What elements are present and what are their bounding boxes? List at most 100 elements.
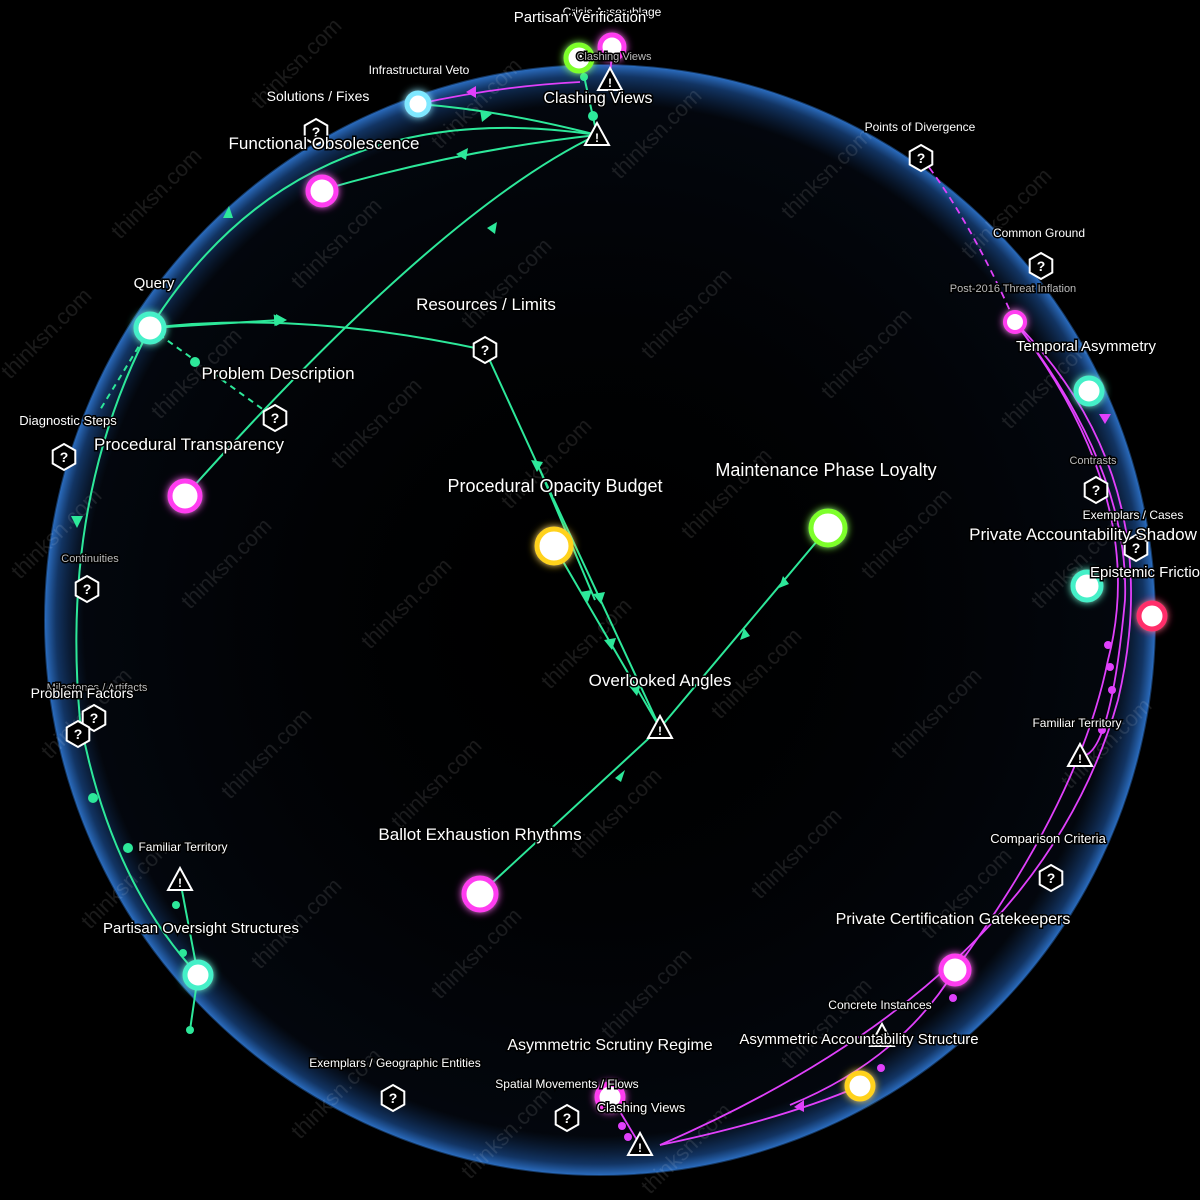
edge-arrow [276, 314, 287, 326]
label-continuities: Continuities [61, 553, 119, 565]
edge-dot [1104, 641, 1112, 649]
watermark: thinksn.com [106, 143, 207, 244]
edge-dot [877, 1064, 885, 1072]
edge-arrow [593, 592, 605, 604]
hexagon-question-icon[interactable] [908, 144, 934, 172]
label-spatial-movements-flows: Spatial Movements / Flows [495, 1077, 638, 1091]
edge [321, 134, 598, 191]
edge-dot [624, 1133, 632, 1141]
edge-arrow [480, 110, 492, 122]
label-exemplars-geographic-entities: Exemplars / Geographic Entities [309, 1056, 480, 1070]
label-familiar-territory-right: Familiar Territory [1032, 716, 1121, 730]
node-solutions-fixes[interactable] [404, 90, 432, 118]
hexagon-question-icon[interactable] [262, 404, 288, 432]
label-asymmetric-accountability-structure: Asymmetric Accountability Structure [739, 1031, 978, 1048]
label-common-ground: Common Ground [993, 226, 1085, 240]
edge-dot [949, 994, 957, 1002]
edge-arrow [466, 86, 476, 98]
edge [921, 157, 1016, 323]
hexagon-question-icon[interactable] [554, 1104, 580, 1132]
node-epistemic-friction[interactable] [1136, 600, 1168, 632]
node-partisan-verification[interactable] [563, 42, 595, 74]
node-private-accountability-shadow[interactable] [1070, 569, 1104, 603]
edge-dot [580, 73, 588, 81]
edge-dot [88, 793, 98, 803]
label-resources-limits: Resources / Limits [416, 295, 556, 314]
node-procedural-transparency[interactable] [167, 478, 203, 514]
label-layer: Crisis Assemblage Partisan Verification … [18, 4, 1200, 1117]
label-overlooked-angles: Overlooked Angles [589, 671, 732, 690]
edge-arrow [531, 460, 543, 472]
label-private-certification-gatekeepers: Private Certification Gatekeepers [836, 911, 1071, 928]
edge-dot [1106, 663, 1114, 671]
hexagon-question-icon[interactable] [51, 443, 77, 471]
label-infrastructural-veto: Infrastructural Veto [369, 63, 470, 77]
edge-arrow [223, 206, 233, 218]
edge [479, 727, 661, 895]
edge [179, 879, 199, 976]
edge-arrow [740, 628, 750, 640]
node-asymmetric-accountability-structure[interactable] [844, 1070, 876, 1102]
edge [417, 81, 581, 105]
node-procedural-opacity-budget[interactable] [534, 526, 574, 566]
edge-arrow [794, 1100, 804, 1112]
edge-layer-magenta [417, 47, 1132, 1146]
edge [184, 134, 598, 497]
label-clashing-views-bottom: Clashing Views [597, 1100, 686, 1115]
hexagon-question-icon[interactable] [472, 336, 498, 364]
edge-arrow [604, 638, 616, 650]
edge [553, 545, 661, 729]
edge [954, 321, 1119, 971]
label-functional-obsolescence: Functional Obsolescence [229, 134, 420, 153]
label-clashing-views-top: Clashing Views [543, 90, 652, 107]
label-points-of-divergence: Points of Divergence [865, 120, 976, 134]
edge-dot [1108, 686, 1116, 694]
hexagon-question-icon[interactable] [65, 720, 91, 748]
edge-arrow [615, 770, 625, 782]
node-crisis-assemblage[interactable] [597, 32, 627, 62]
watermark: thinksn.com [0, 283, 97, 384]
node-temporal-asymmetry[interactable] [1073, 375, 1105, 407]
label-procedural-opacity-budget: Procedural Opacity Budget [447, 476, 662, 496]
hexagon-question-icon[interactable] [1028, 252, 1054, 280]
node-asymmetric-scrutiny-regime[interactable] [594, 1081, 626, 1113]
label-familiar-territory-left: Familiar Territory [138, 840, 227, 854]
hexagon-question-icon[interactable] [380, 1084, 406, 1112]
edge [1014, 321, 1127, 757]
label-partisan-oversight-structures: Partisan Oversight Structures [103, 920, 299, 937]
label-post-2016-threat-inflation: Post-2016 Threat Inflation [950, 283, 1076, 295]
node-private-certification-gatekeepers[interactable] [938, 953, 972, 987]
label-private-accountability-shadow: Private Accountability Shadow [969, 525, 1197, 544]
label-ballot-exhaustion-rhythms: Ballot Exhaustion Rhythms [378, 825, 581, 844]
label-problem-factors: Problem Factors [31, 685, 134, 701]
node-maintenance-phase-loyalty[interactable] [808, 508, 848, 548]
edge-arrow [779, 576, 789, 588]
edge-arrow [580, 590, 592, 602]
edge [75, 327, 199, 976]
hexagon-question-icon[interactable] [1038, 864, 1064, 892]
edge-arrow [1118, 570, 1130, 580]
label-clashing-views-small: Clashing Views [576, 51, 652, 63]
edge [149, 126, 598, 329]
dot-layer-green [88, 73, 598, 1034]
edge [484, 349, 541, 471]
edge-dot [1098, 726, 1106, 734]
node-post-2016-threat-inflation[interactable] [1003, 310, 1027, 334]
hexagon-question-icon[interactable] [74, 575, 100, 603]
label-exemplars-cases: Exemplars / Cases [1083, 508, 1184, 522]
label-comparison-criteria: Comparison Criteria [990, 831, 1106, 846]
node-functional-obsolescence[interactable] [305, 174, 339, 208]
edge-arrow [487, 222, 497, 234]
sphere-background [45, 65, 1155, 1175]
node-ballot-exhaustion-rhythms[interactable] [461, 875, 499, 913]
node-query[interactable] [133, 311, 167, 345]
node-partisan-oversight-structures[interactable] [182, 959, 214, 991]
node-layer [133, 32, 1168, 1113]
dot-layer-magenta [466, 86, 1130, 1141]
edge-arrow [1099, 414, 1111, 424]
label-procedural-transparency: Procedural Transparency [94, 435, 284, 454]
arrow-layer-green [71, 110, 789, 782]
label-concrete-instances: Concrete Instances [828, 998, 931, 1012]
hexagon-question-icon[interactable] [1083, 476, 1109, 504]
